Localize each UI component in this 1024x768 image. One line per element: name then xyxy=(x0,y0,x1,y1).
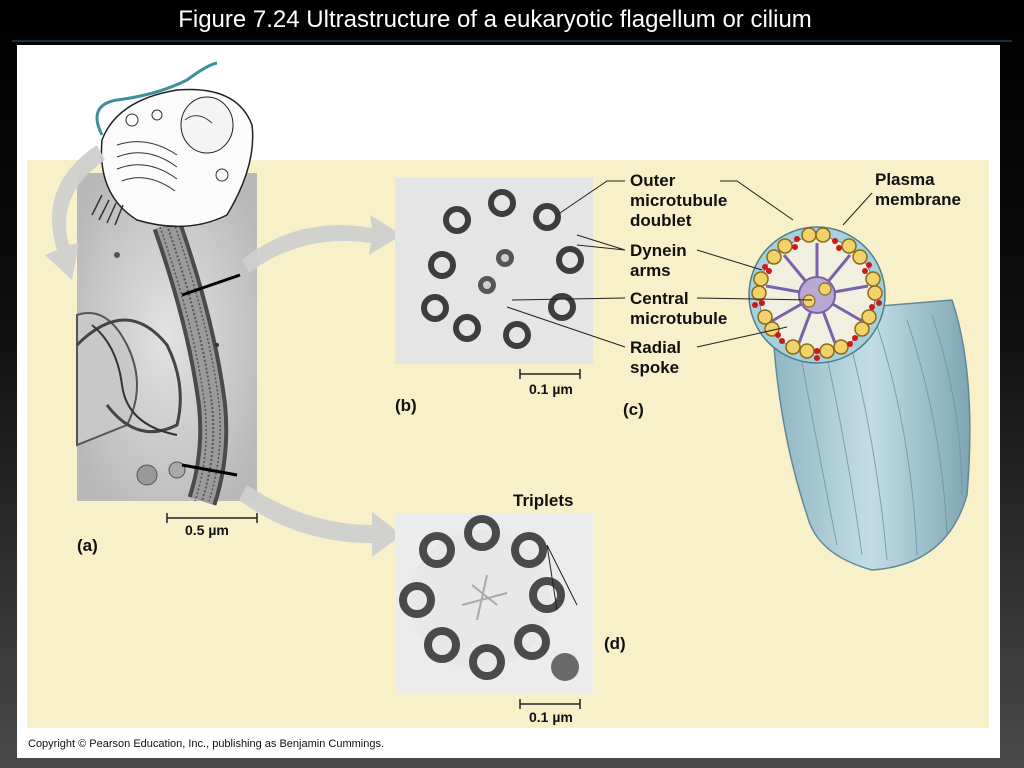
leader-lines xyxy=(506,180,873,611)
label-outer-doublet: Outer microtubule doublet xyxy=(630,171,732,230)
panel-label-b: (b) xyxy=(395,396,417,415)
panel-label-c: (c) xyxy=(623,400,644,419)
label-triplets: Triplets xyxy=(513,491,573,510)
label-plasma-membrane: Plasma membrane xyxy=(875,170,961,209)
flagellum-figure: Outer microtubule doublet Dynein arms Ce… xyxy=(27,61,989,728)
axoneme-illustration xyxy=(748,226,971,571)
figure-panel: Outer microtubule doublet Dynein arms Ce… xyxy=(17,45,1000,758)
panel-label-d: (d) xyxy=(604,634,626,653)
copyright-notice: Copyright © Pearson Education, Inc., pub… xyxy=(28,738,385,750)
scale-label-d: 0.1 µm xyxy=(529,709,573,725)
cell-illustration xyxy=(91,61,254,228)
micrograph-a xyxy=(75,173,257,506)
label-central-microtubule: Central microtubule xyxy=(630,289,727,328)
slide-title: Figure 7.24 Ultrastructure of a eukaryot… xyxy=(178,6,812,33)
title-divider xyxy=(12,40,1012,42)
panel-label-a: (a) xyxy=(77,536,98,555)
scale-label-b: 0.1 µm xyxy=(529,381,573,397)
micrograph-d xyxy=(395,513,593,693)
scale-bars xyxy=(166,369,581,709)
connector-arrows xyxy=(45,145,402,557)
label-radial-spoke: Radial spoke xyxy=(630,338,686,377)
scale-label-a: 0.5 µm xyxy=(185,522,229,538)
label-dynein-arms: Dynein arms xyxy=(630,241,691,280)
micrograph-b xyxy=(395,178,593,364)
